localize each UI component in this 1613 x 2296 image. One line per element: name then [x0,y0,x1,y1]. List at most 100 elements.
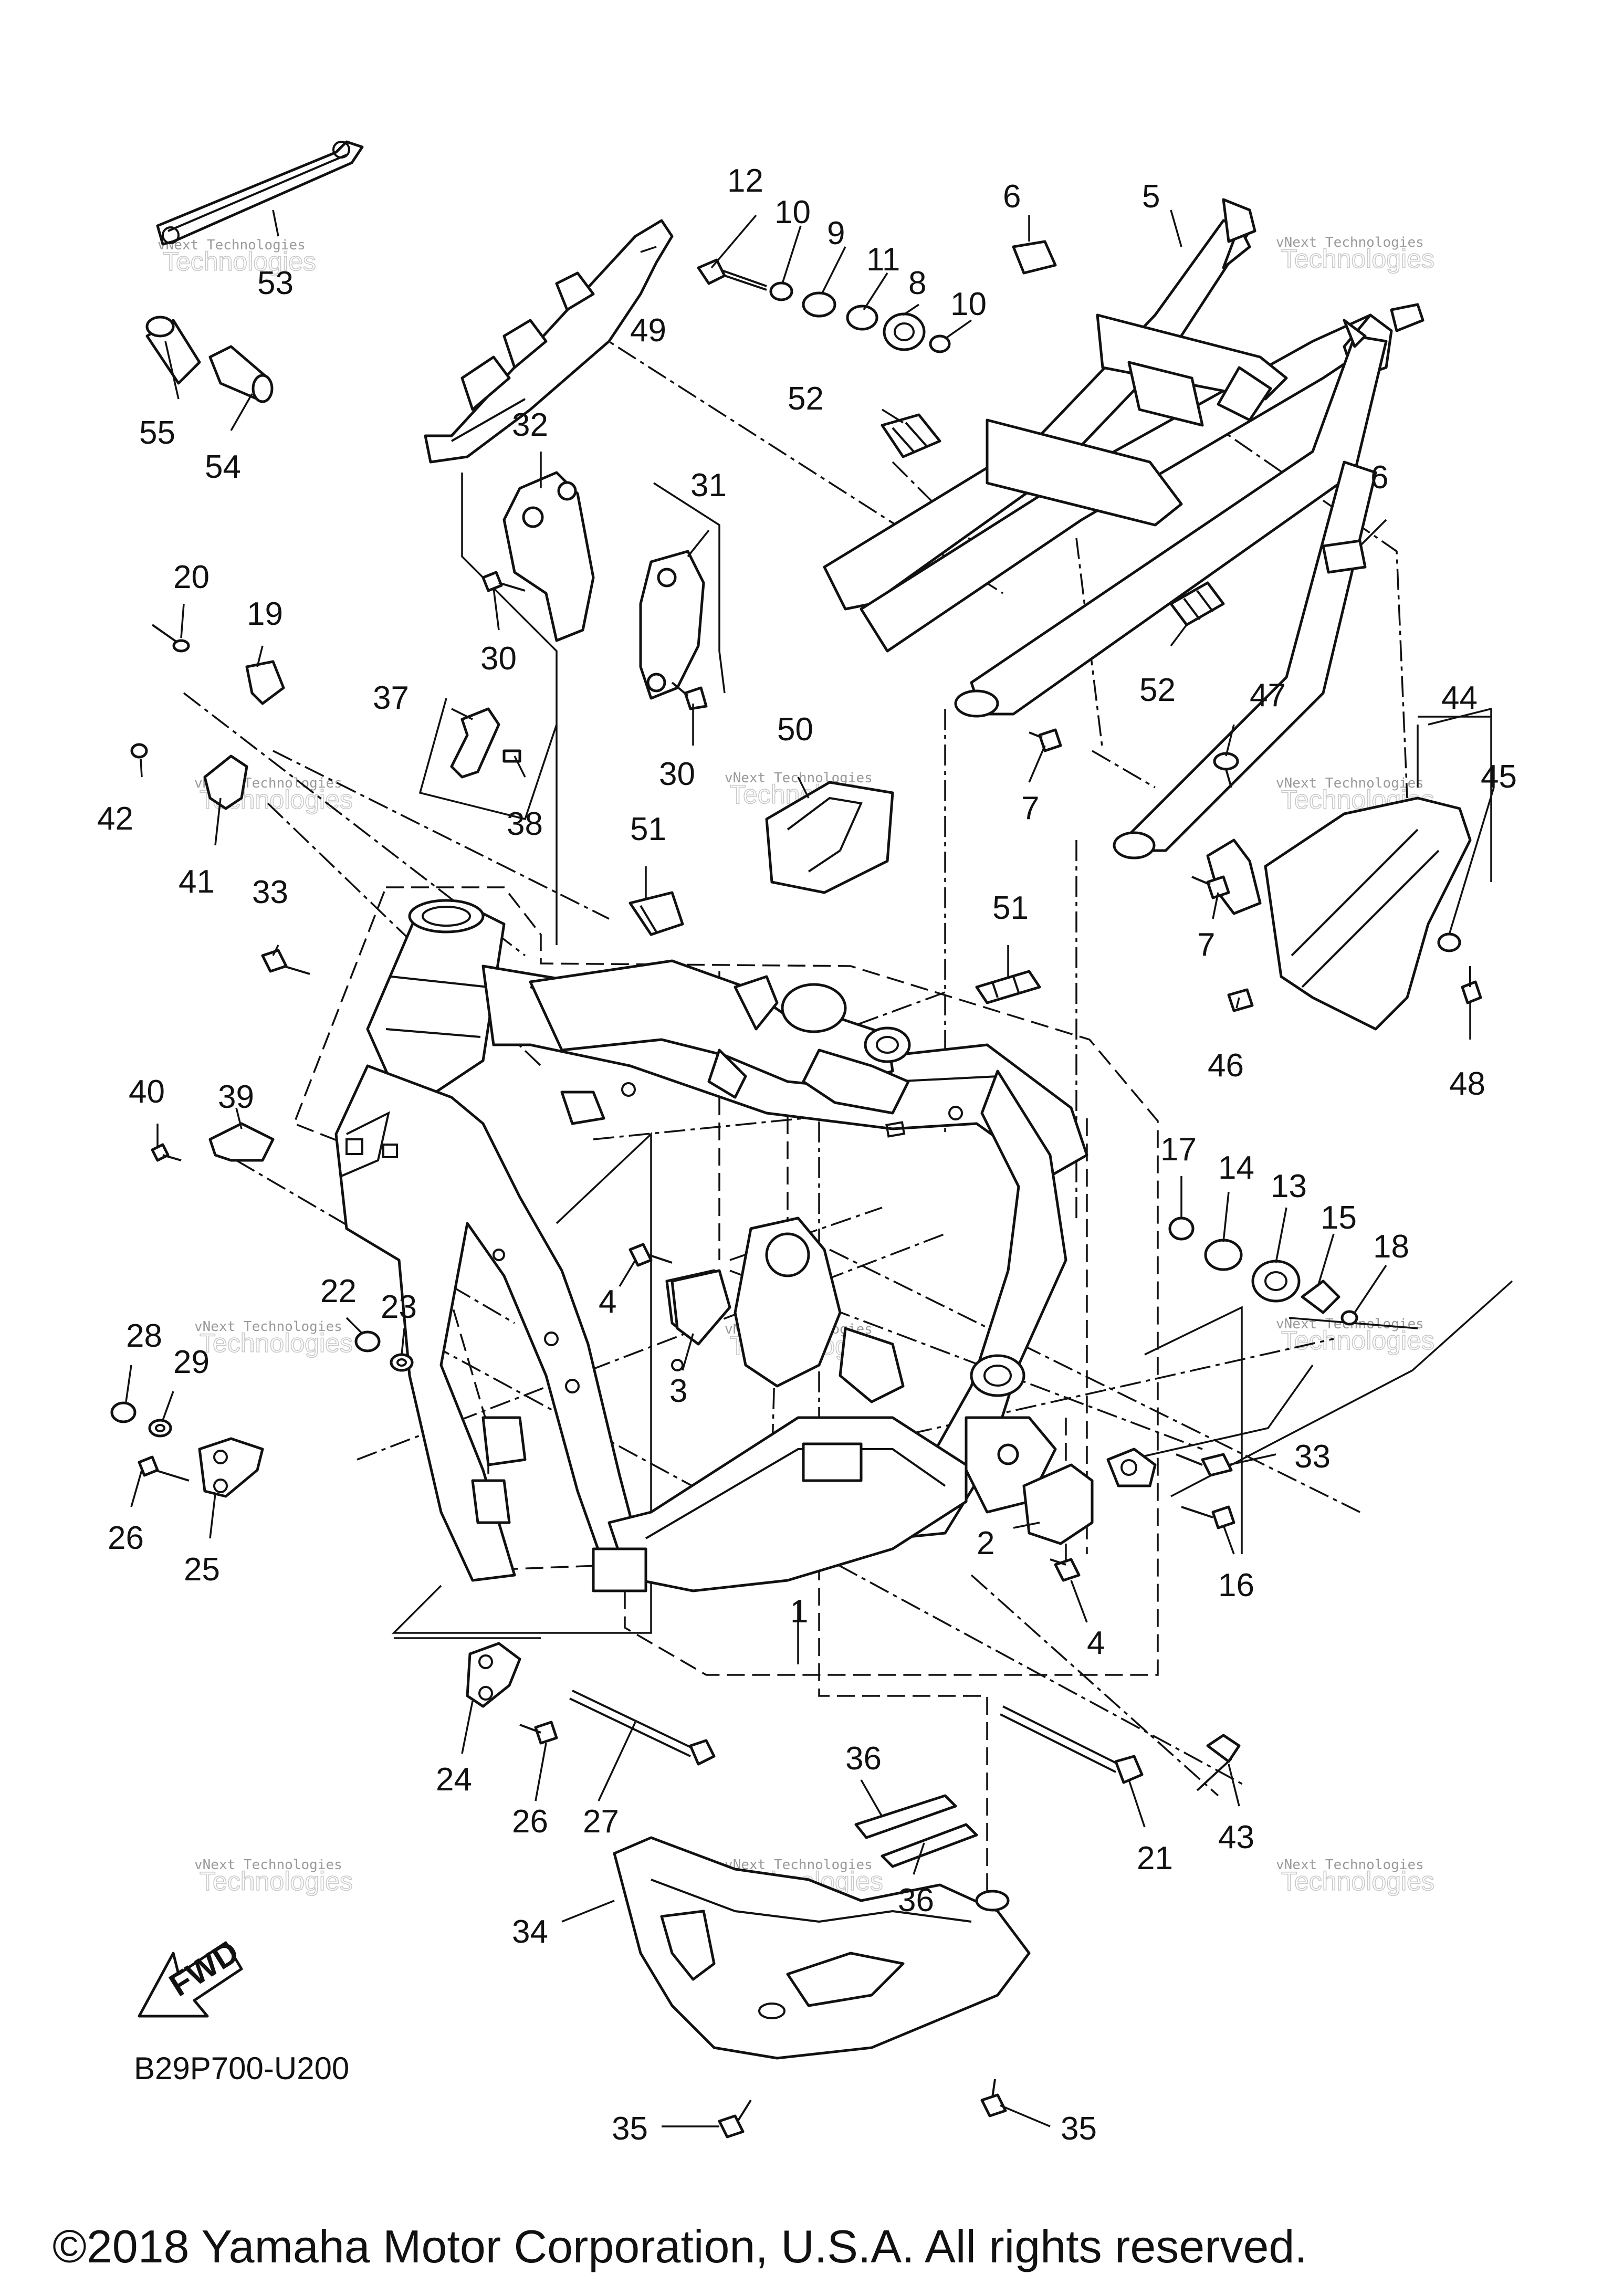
nut-46 [1227,988,1254,1012]
callout-35: 35 [1061,2111,1097,2147]
callout-50: 50 [777,711,813,748]
callout-29: 29 [173,1344,210,1380]
callout-26: 26 [512,1804,548,1840]
callout-4: 4 [1087,1625,1105,1661]
bracket-24 [466,1642,521,1708]
bolt-21 [1000,1705,1144,1784]
main-frame [334,899,1088,1592]
bolt-40 [151,1143,182,1162]
label-6-right [1322,539,1367,574]
bolt-26-lower [519,1721,558,1745]
svg-text:vNext Technologies: vNext Technologies [1276,235,1424,250]
callout-7: 7 [1197,927,1215,963]
callout-45: 45 [1481,759,1517,795]
collar-55-bolt-54 [145,316,274,403]
callout-40: 40 [129,1074,165,1110]
svg-text:Technologies: Technologies [200,1867,353,1896]
svg-text:vNext Technologies: vNext Technologies [194,1857,342,1873]
callout-25: 25 [184,1551,220,1588]
svg-text:vNext Technologies: vNext Technologies [1276,775,1424,791]
bolt-48 [1461,966,1482,1004]
callout-12: 12 [727,163,763,199]
callout-38: 38 [507,806,543,842]
copyright-notice: ©2018 Yamaha Motor Corporation, U.S.A. A… [53,2220,1307,2272]
callout-14: 14 [1218,1150,1254,1186]
bolt-26-left [138,1455,190,1482]
callout-18: 18 [1373,1229,1409,1265]
callout-35: 35 [612,2111,648,2147]
callout-27: 27 [583,1804,619,1840]
clip-43 [1196,1734,1241,1791]
callout-28: 28 [126,1318,162,1354]
watermark: Technologies vNext Technologies [1276,235,1435,274]
svg-text:Technologies: Technologies [1281,1867,1434,1896]
callout-22: 22 [320,1273,357,1309]
callout-52: 52 [1139,672,1176,708]
callout-39: 39 [218,1079,254,1115]
screw-47 [1213,752,1239,788]
callout-33: 33 [1294,1439,1331,1475]
svg-text:vNext Technologies: vNext Technologies [1276,1857,1424,1873]
svg-text:Technologies: Technologies [200,1328,353,1358]
callout-17: 17 [1160,1131,1197,1168]
bolt-4-lower [1050,1558,1081,1582]
bolt-33-upper [261,949,310,975]
callout-36: 36 [845,1741,882,1777]
callout-19: 19 [247,596,283,632]
callout-51: 51 [992,890,1029,926]
callout-3: 3 [669,1373,687,1409]
callout-34: 34 [512,1914,548,1950]
callout-21: 21 [1137,1840,1173,1876]
bolt-27 [569,1690,716,1766]
bracket-25 [198,1437,264,1498]
callout-16: 16 [1218,1567,1254,1603]
callout-8: 8 [908,265,926,301]
callout-6: 6 [1003,179,1021,215]
bracket-32 [481,471,595,642]
callout-10: 10 [774,194,811,230]
callout-41: 41 [179,864,215,900]
callout-52: 52 [788,381,824,417]
callout-37: 37 [373,680,409,716]
callout-20: 20 [173,559,210,595]
callout-46: 46 [1208,1047,1244,1084]
callout-32: 32 [512,407,548,443]
callout-11: 11 [866,242,900,278]
svg-text:Technologies: Technologies [1281,244,1434,274]
nut-22 [354,1330,381,1353]
bracket-39 [208,1122,275,1162]
rear-hardware-13-18 [1168,1217,1358,1326]
callout-48: 48 [1449,1066,1485,1102]
bolt-35-right [980,2079,1007,2117]
watermark: Technologies vNext Technologies [1276,1857,1435,1896]
svg-text:Technologies: Technologies [1281,1326,1434,1355]
callout-15: 15 [1321,1200,1357,1236]
watermark: Technologies vNext Technologies [194,1857,353,1896]
callout-2: 2 [977,1525,994,1561]
callout-26: 26 [108,1520,144,1556]
callout-4: 4 [599,1284,616,1320]
callout-10: 10 [950,286,987,322]
callout-55: 55 [139,415,175,451]
bracket-3 [671,1269,731,1346]
diagram-code: B29P700-U200 [134,2051,350,2086]
holder-51-left [629,891,684,936]
skid-plate-34 [613,1836,1031,2060]
callout-leaders [125,209,1495,2127]
callout-7: 7 [1021,790,1039,826]
callout-1: 1 [790,1593,808,1630]
callout-24: 24 [436,1762,472,1798]
callout-49: 49 [630,312,666,349]
fwd-arrow-icon: FWD [138,1934,245,2018]
callout-44: 44 [1441,680,1478,716]
callout-51: 51 [630,811,666,847]
engine-bracket-2 [1022,1448,1157,1545]
washer-23 [390,1353,414,1372]
chain-slide-53 [156,140,364,246]
bolt-35-left [718,2099,752,2138]
washer-29 [148,1419,172,1438]
callout-5: 5 [1142,179,1160,215]
clip-37 [450,707,521,779]
callout-31: 31 [690,467,727,504]
callout-23: 23 [381,1289,417,1325]
